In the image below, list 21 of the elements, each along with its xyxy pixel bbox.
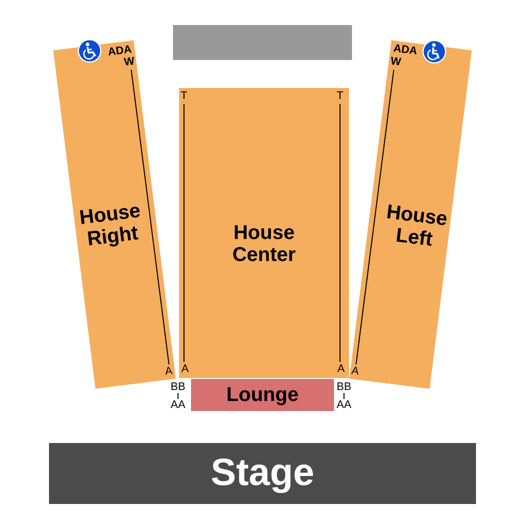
- row-label: ADA: [392, 42, 418, 57]
- row-label: A: [164, 364, 173, 378]
- stage-block: [49, 443, 476, 504]
- row-label: BB: [170, 380, 186, 394]
- lounge-section: [191, 379, 334, 411]
- row-label: A: [181, 362, 189, 376]
- row-label: W: [390, 54, 402, 68]
- section-name: Lounge: [226, 384, 299, 406]
- row-label: T: [180, 90, 188, 102]
- section-name: House Left: [384, 200, 449, 252]
- seating-section: [179, 88, 349, 378]
- row-label: A: [337, 362, 345, 376]
- stage-label: Stage: [210, 453, 314, 495]
- row-label: A: [350, 364, 360, 378]
- row-label: AA: [170, 398, 186, 412]
- row-label: T: [336, 90, 344, 102]
- section-name: House Right: [78, 199, 142, 251]
- unlabeled-block: [173, 25, 352, 60]
- row-label: BB: [336, 380, 352, 394]
- row-label: AA: [336, 398, 352, 412]
- section-name: House Center: [232, 222, 296, 266]
